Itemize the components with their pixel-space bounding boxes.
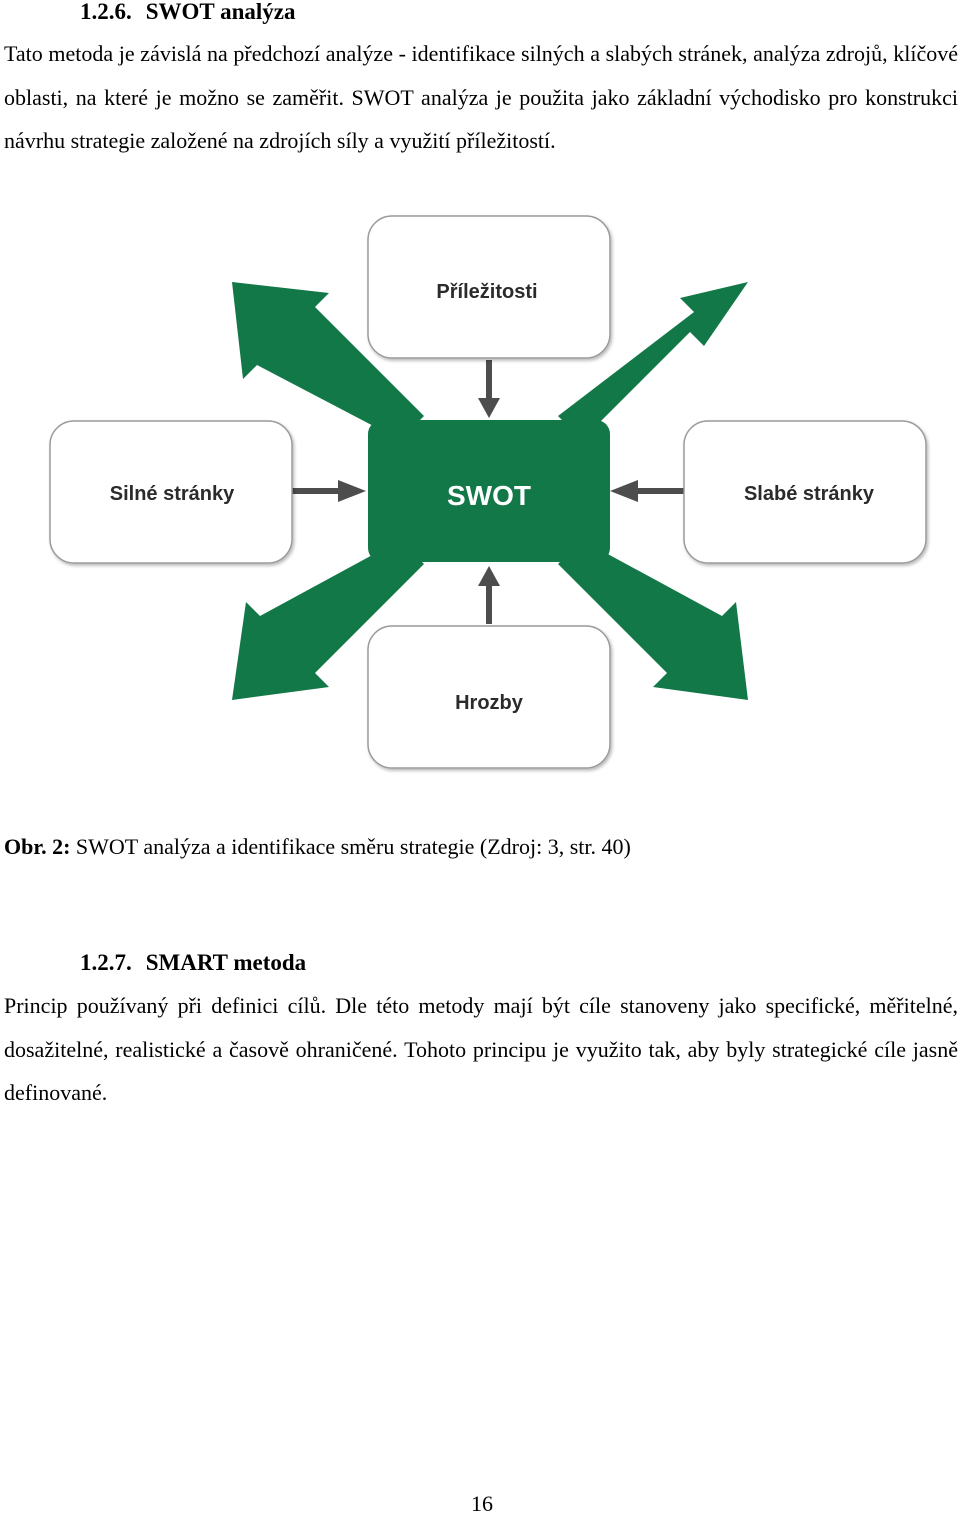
box-top: Příležitosti: [367, 215, 611, 359]
arrow-from-bottom: [478, 566, 500, 624]
figure-caption-label: Obr. 2:: [4, 834, 71, 859]
swot-diagram: SWOT Příležitosti Silné stránky Slabé st…: [49, 215, 927, 769]
swot-paragraph: Tato metoda je závislá na předchozí anal…: [4, 41, 958, 153]
swot-center-box: [368, 420, 610, 562]
arrow-from-left: [292, 480, 366, 502]
section-heading-smart: 1.2.7. SMART metoda: [80, 951, 306, 975]
box-bottom: Hrozby: [367, 625, 611, 769]
section-heading-swot: 1.2.6. SWOT analýza: [80, 0, 296, 24]
box-label-weaknesses: Slabé stránky: [744, 483, 875, 505]
arrow-up-right: [558, 282, 748, 440]
box-label-threats: Hrozby: [455, 692, 524, 714]
arrow-down-left: [232, 540, 424, 700]
arrow-from-top: [478, 360, 500, 418]
inward-arrows: [292, 360, 684, 624]
box-left: Silné stránky: [49, 420, 293, 564]
smart-paragraph: Princip používaný při definici cílů. Dle…: [4, 993, 958, 1105]
swot-center-label: SWOT: [447, 480, 531, 511]
diagonal-arrows: [232, 282, 748, 700]
arrow-up-left: [232, 282, 424, 440]
section-number: 1.2.6.: [80, 0, 132, 24]
box-label-strengths: Silné stránky: [110, 483, 235, 505]
box-label-opportunities: Příležitosti: [436, 281, 537, 303]
section-title: SMART metoda: [145, 950, 307, 975]
figure-caption-text: SWOT analýza a identifikace směru strate…: [75, 834, 631, 859]
arrow-from-right: [610, 480, 684, 502]
section-title: SWOT analýza: [145, 0, 296, 24]
page-number: 16: [471, 1491, 493, 1516]
arrow-down-right: [558, 540, 748, 700]
box-right: Slabé stránky: [683, 420, 927, 564]
figure-caption: Obr. 2: SWOT analýza a identifikace směr…: [4, 830, 631, 864]
section-number: 1.2.7.: [80, 950, 132, 975]
